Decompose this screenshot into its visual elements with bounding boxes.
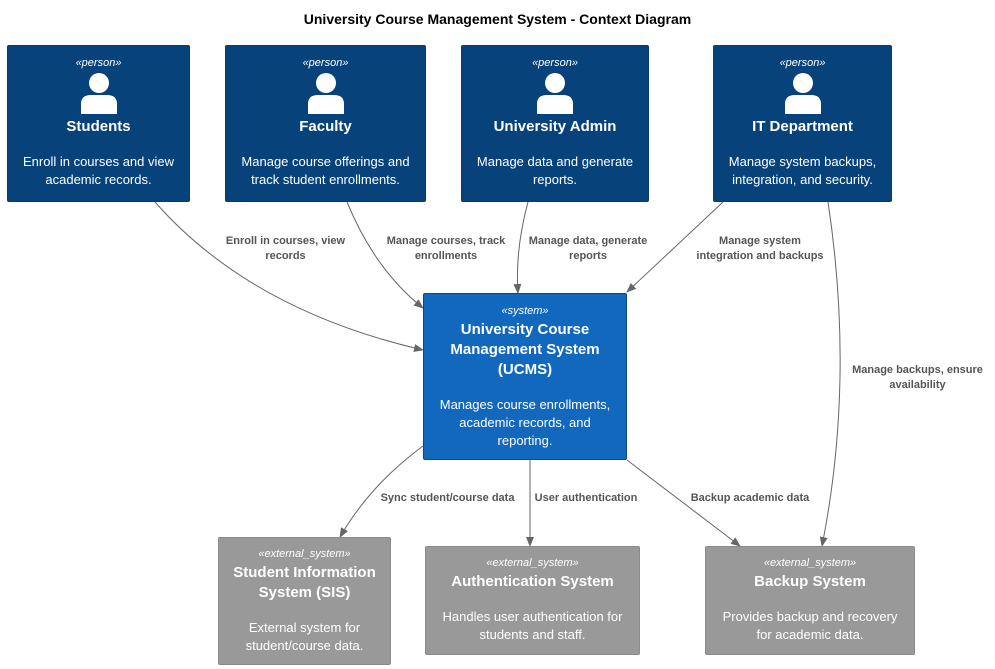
edge-label-auth: User authentication [534,492,638,504]
edge-ucms-backup [626,459,741,547]
external-system-name: Backup System [754,573,866,590]
edge-label-sis: Sync student/course data [380,492,515,504]
person-it-department[interactable]: «person» IT Department Manage system bac… [713,45,892,202]
person-faculty[interactable]: «person» Faculty Manage course offerings… [225,45,426,202]
stereotype-label: «external_system» [486,557,579,569]
person-icon [80,73,117,114]
external-system-authentication[interactable]: «external_system» Authentication System … [425,546,640,655]
edge-label-backup: Backup academic data [690,492,810,504]
edge-admin-ucms [513,201,529,294]
person-icon [307,73,344,114]
person-students[interactable]: «person» Students Enroll in courses and … [7,45,190,202]
stereotype-label: «system» [501,305,549,317]
edge-faculty-ucms [346,201,424,309]
person-name: Students [66,118,131,135]
external-system-backup[interactable]: «external_system» Backup System Provides… [705,546,915,655]
stereotype-label: «external_system» [258,548,351,560]
edge-ucms-sis [339,445,424,538]
person-university-admin[interactable]: «person» University Admin Manage data an… [461,45,649,202]
person-icon [784,73,821,114]
person-name: University Admin [493,118,617,135]
stereotype-label: «person» [302,57,349,69]
stereotype-label: «person» [75,57,122,69]
external-system-name: Authentication System [451,573,614,590]
diagram-title: University Course Management System - Co… [303,11,692,27]
stereotype-label: «external_system» [763,557,857,569]
edge-students-ucms [154,201,424,352]
stereotype-label: «person» [779,57,826,69]
edge-it-backup [819,201,841,547]
stereotype-label: «person» [532,57,578,69]
system-description: Manages course enrollments,academic reco… [439,397,611,448]
person-name: IT Department [752,118,853,135]
edge-it-ucms [626,201,724,293]
person-icon [537,73,573,114]
person-name: Faculty [299,118,352,135]
person-description: Manage system backups,integration, and s… [728,154,877,187]
